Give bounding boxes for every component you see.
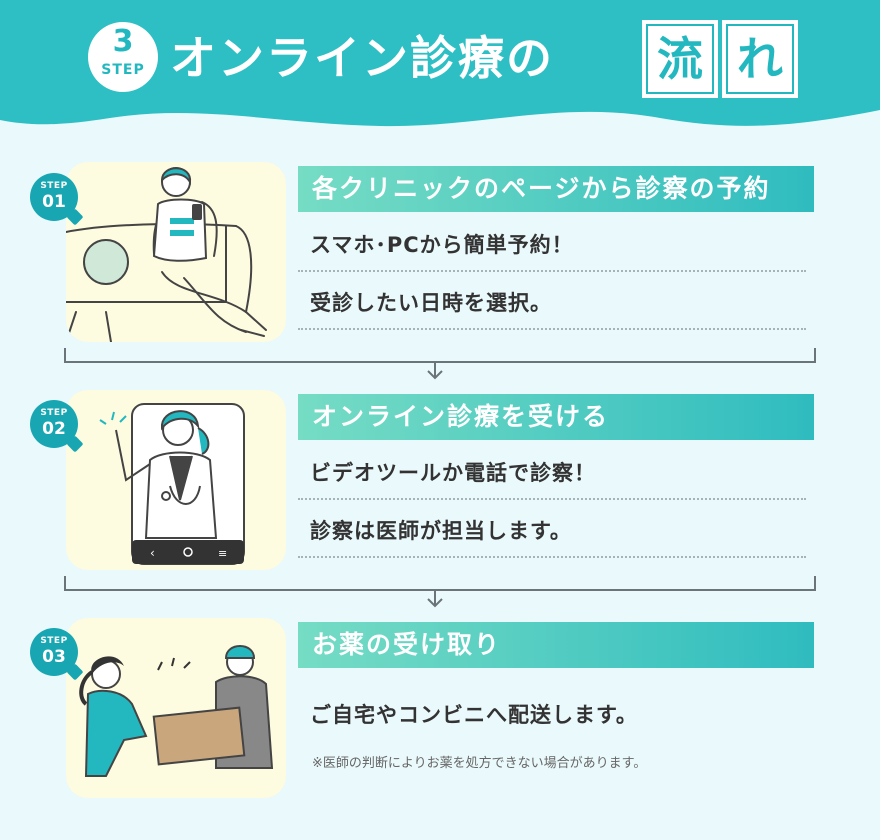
step3-note: ※医師の判断によりお薬を処方できない場合があります。 xyxy=(312,756,647,771)
step3-illustration xyxy=(66,618,286,798)
step2-badge: STEP 02 xyxy=(30,400,78,448)
step2-badge-label: STEP xyxy=(40,408,68,418)
page-title: オンライン診療の xyxy=(170,31,554,85)
svg-text:‹: ‹ xyxy=(150,546,155,560)
step1-title: 各クリニックのページから診察の予約 xyxy=(298,166,814,212)
woman-on-sofa-illustration xyxy=(66,167,267,342)
doctor-on-phone-illustration: ‹ ≡ xyxy=(99,403,245,565)
step2-title: オンライン診療を受ける xyxy=(298,394,814,440)
delivery-illustration xyxy=(79,645,274,777)
step3-badge-label: STEP xyxy=(40,636,68,646)
step2-badge-number: 02 xyxy=(42,419,66,439)
step1-bullet-1: スマホ･PCから簡単予約！ xyxy=(298,220,806,272)
step1-badge: STEP 01 xyxy=(30,173,78,221)
header-banner: 3 STEP オンライン診療の 流 れ xyxy=(0,0,880,140)
title-box-1: 流 xyxy=(642,20,718,98)
step1-badge-number: 01 xyxy=(42,192,66,212)
step1-bullet-2: 受診したい日時を選択。 xyxy=(298,278,806,330)
svg-text:≡: ≡ xyxy=(218,547,227,560)
step-count-badge: 3 STEP xyxy=(88,22,158,92)
step2-bullet-1: ビデオツールか電話で診察！ xyxy=(298,448,806,500)
step3-badge-number: 03 xyxy=(42,647,66,667)
step2-bullet-2: 診察は医師が担当します。 xyxy=(298,506,806,558)
step3-bullet-1: ご自宅やコンビニへ配送します。 xyxy=(310,703,638,727)
step1-badge-label: STEP xyxy=(40,181,68,191)
step2-illustration: ‹ ≡ xyxy=(66,390,286,570)
connector-arrow-1 xyxy=(64,348,816,380)
title-box-2: れ xyxy=(722,20,798,98)
step3-badge: STEP 03 xyxy=(30,628,78,676)
step-count-number: 3 xyxy=(112,24,134,59)
step-count-label: STEP xyxy=(101,62,145,78)
connector-arrow-2 xyxy=(64,576,816,608)
step1-illustration xyxy=(66,162,286,342)
step3-title: お薬の受け取り xyxy=(298,622,814,668)
